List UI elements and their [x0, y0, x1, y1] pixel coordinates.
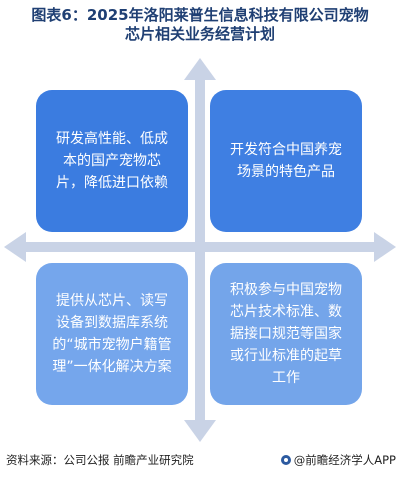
quadrant-top-right-text: 开发符合中国养宠场景的特色产品 [230, 142, 342, 180]
axis-arrow-left [4, 232, 26, 262]
brand-logo-icon [280, 455, 291, 465]
quadrant-top-left: 研发高性能、低成本的国产宠物芯片，降低进口依赖 [36, 90, 188, 232]
quadrant-bottom-right-text: 积极参与中国宠物芯片技术标准、数据接口规范等国家或行业标准的起草工作 [230, 282, 342, 386]
brand-credit: @前瞻经济学人APP [280, 451, 396, 469]
source-note: 资料来源：公司公报 前瞻产业研究院 [6, 453, 194, 467]
horizontal-axis-line [24, 242, 376, 252]
quadrant-bottom-left: 提供从芯片、读写设备到数据库系统的“城市宠物户籍管理”一体化解决方案 [36, 263, 188, 405]
axis-arrow-down [184, 420, 216, 442]
chart-title-line-2: 芯片相关业务经营计划 [124, 25, 275, 43]
chart-title-line-1: 图表6：2025年洛阳莱普生信息科技有限公司宠物 [31, 6, 369, 24]
quadrant-top-right: 开发符合中国养宠场景的特色产品 [210, 90, 362, 232]
axis-arrow-right [374, 232, 396, 262]
brand-credit-text: @前瞻经济学人APP [293, 453, 396, 467]
quadrant-bottom-left-text: 提供从芯片、读写设备到数据库系统的“城市宠物户籍管理”一体化解决方案 [52, 293, 172, 375]
footer: 资料来源：公司公报 前瞻产业研究院 @前瞻经济学人APP [6, 451, 396, 469]
quadrant-bottom-right: 积极参与中国宠物芯片技术标准、数据接口规范等国家或行业标准的起草工作 [210, 263, 362, 405]
chart-title: 图表6：2025年洛阳莱普生信息科技有限公司宠物 芯片相关业务经营计划 [0, 6, 400, 44]
quadrant-top-left-text: 研发高性能、低成本的国产宠物芯片，降低进口依赖 [56, 131, 168, 191]
axis-arrow-up [184, 58, 216, 80]
